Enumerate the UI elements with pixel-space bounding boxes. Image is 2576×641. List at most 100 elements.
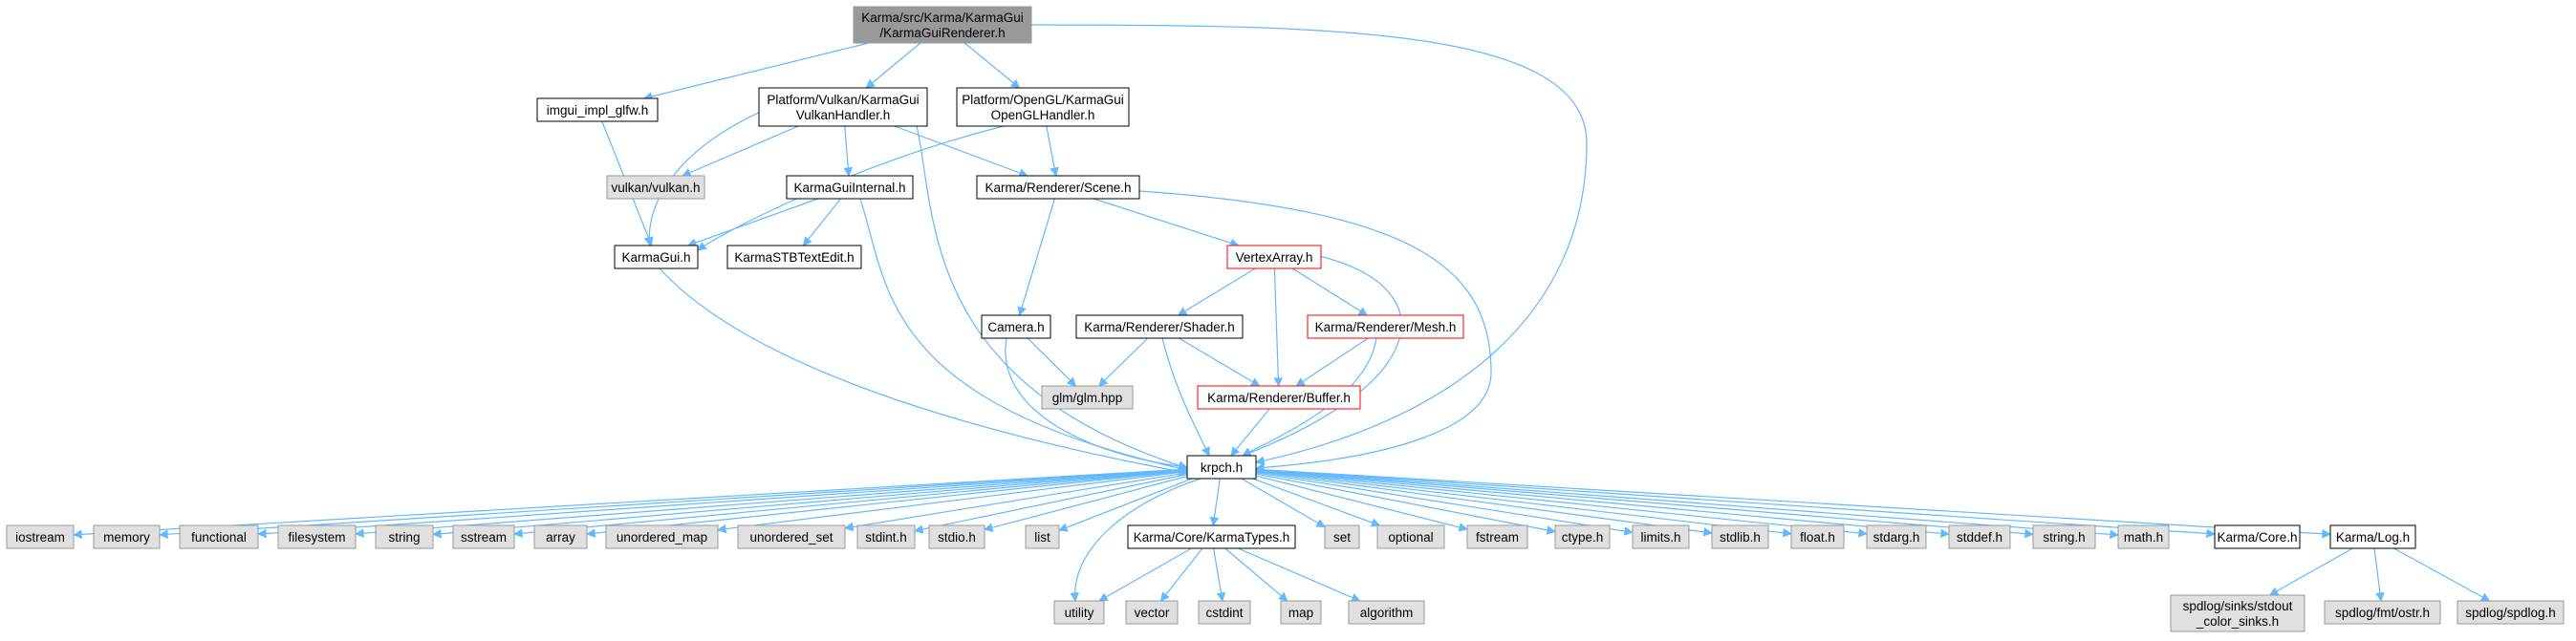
node-vertex-array[interactable]: VertexArray.h <box>1226 245 1322 269</box>
node-box <box>1711 524 1769 549</box>
node-buffer[interactable]: Karma/Renderer/Buffer.h <box>1197 385 1361 410</box>
node-sstream[interactable]: sstream <box>452 524 515 549</box>
edge-vk_handler-to-scene <box>894 125 1028 178</box>
node-memory[interactable]: memory <box>93 524 161 549</box>
node-label: vulkan/vulkan.h <box>611 181 700 195</box>
node-label: spdlog/sinks/stdout <box>2183 599 2293 613</box>
edge-shader-to-krpch <box>1161 337 1210 457</box>
node-utility[interactable]: utility <box>1053 600 1105 625</box>
node-box <box>536 97 659 122</box>
edge-krpch-to-float_h <box>1255 470 1792 538</box>
node-unordered-map[interactable]: unordered_map <box>605 524 719 549</box>
edge-vk_handler-to-krpch <box>916 125 1188 470</box>
node-label: Karma/Core.h <box>2217 530 2297 545</box>
node-label: Karma/Renderer/Shader.h <box>1084 320 1235 334</box>
node-box <box>1866 524 1927 549</box>
node-box <box>1125 600 1179 625</box>
edge-krpch-to-stdlib_h <box>1255 471 1713 537</box>
node-iostream[interactable]: iostream <box>6 524 75 549</box>
node-mesh[interactable]: Karma/Renderer/Mesh.h <box>1307 314 1464 339</box>
node-spdlog-fmt[interactable]: spdlog/fmt/ostr.h <box>2324 600 2441 625</box>
edge-krpch-to-sstream <box>513 469 1188 538</box>
node-stddef-h[interactable]: stddef.h <box>1948 524 2011 549</box>
node-filesystem[interactable]: filesystem <box>277 524 357 549</box>
node-label: array <box>546 530 575 545</box>
node-root[interactable]: Karma/src/Karma/KarmaGui/KarmaGuiRendere… <box>853 6 1032 44</box>
node-label: functional <box>191 530 247 545</box>
node-map[interactable]: map <box>1280 600 1322 625</box>
node-algorithm[interactable]: algorithm <box>1348 600 1425 625</box>
node-karmatypes[interactable]: Karma/Core/KarmaTypes.h <box>1127 524 1296 549</box>
node-label: ctype.h <box>1562 530 1604 545</box>
node-box <box>1466 524 1528 549</box>
node-label: stdint.h <box>865 530 907 545</box>
node-imgui-glfw[interactable]: imgui_impl_glfw.h <box>536 97 659 122</box>
node-stb-textedit[interactable]: KarmaSTBTextEdit.h <box>726 245 862 269</box>
node-box <box>277 524 357 549</box>
node-stdarg-h[interactable]: stdarg.h <box>1866 524 1927 549</box>
edge-krpch-to-unordered_set <box>844 472 1188 532</box>
node-label: stdio.h <box>938 530 976 545</box>
node-glm[interactable]: glm/glm.hpp <box>1041 385 1134 410</box>
node-unordered-set[interactable]: unordered_set <box>737 524 846 549</box>
node-set[interactable]: set <box>1324 524 1360 549</box>
node-karmagui[interactable]: KarmaGui.h <box>614 245 699 269</box>
node-box <box>1376 524 1445 549</box>
node-box <box>758 87 928 127</box>
node-string[interactable]: string <box>375 524 434 549</box>
node-array[interactable]: array <box>533 524 588 549</box>
edge-camera-to-glm <box>1027 337 1077 387</box>
node-label: vector <box>1135 606 1170 620</box>
edge-layer <box>73 24 2491 602</box>
node-math-h[interactable]: math.h <box>2117 524 2170 549</box>
node-stdio-h[interactable]: stdio.h <box>928 524 985 549</box>
node-box <box>1025 524 1060 549</box>
edge-vertex_array-to-krpch <box>1242 255 1402 458</box>
node-limits-h[interactable]: limits.h <box>1632 524 1690 549</box>
node-optional[interactable]: optional <box>1376 524 1445 549</box>
node-functional[interactable]: functional <box>179 524 259 549</box>
node-camera[interactable]: Camera.h <box>981 314 1051 339</box>
node-box <box>853 6 1032 44</box>
node-vulkan-h[interactable]: vulkan/vulkan.h <box>606 175 705 200</box>
edge-root-to-imgui_glfw <box>642 42 870 101</box>
node-scene[interactable]: Karma/Renderer/Scene.h <box>976 175 1140 200</box>
node-ctype-h[interactable]: ctype.h <box>1554 524 1611 549</box>
edge-gui_internal-to-karmagui <box>686 198 818 247</box>
node-label: stdlib.h <box>1720 530 1761 545</box>
node-vector[interactable]: vector <box>1125 600 1179 625</box>
node-box <box>928 524 985 549</box>
node-krpch[interactable]: krpch.h <box>1186 455 1257 480</box>
edge-krpch-to-utility <box>1070 478 1201 602</box>
node-label: stddef.h <box>1957 530 2002 545</box>
edge-krpch-to-fstream <box>1255 475 1468 532</box>
node-label: string <box>388 530 420 545</box>
node-gui-internal[interactable]: KarmaGuiInternal.h <box>786 175 914 200</box>
node-spdlog-h[interactable]: spdlog/spdlog.h <box>2457 600 2565 625</box>
node-core-h[interactable]: Karma/Core.h <box>2214 524 2301 549</box>
node-shader[interactable]: Karma/Renderer/Shader.h <box>1075 314 1244 339</box>
node-label: Platform/Vulkan/KarmaGui <box>767 93 919 107</box>
node-fstream[interactable]: fstream <box>1466 524 1528 549</box>
node-spdlog-sinks[interactable]: spdlog/sinks/stdout_color_sinks.h <box>2170 594 2305 632</box>
node-float-h[interactable]: float.h <box>1790 524 1845 549</box>
node-box <box>956 87 1130 127</box>
node-cstdint[interactable]: cstdint <box>1198 600 1251 625</box>
edge-mesh-to-buffer <box>1295 337 1369 387</box>
node-label: limits.h <box>1640 530 1680 545</box>
edge-karmagui-to-krpch <box>659 267 1188 477</box>
edge-gl_handler-to-scene <box>1046 125 1059 177</box>
node-box <box>981 314 1051 339</box>
node-string-h[interactable]: string.h <box>2032 524 2096 549</box>
edge-root-to-krpch <box>1030 24 1588 465</box>
edge-krpch-to-memory <box>159 468 1188 540</box>
node-log-h[interactable]: Karma/Log.h <box>2329 524 2416 549</box>
node-stdint-h[interactable]: stdint.h <box>856 524 916 549</box>
node-box <box>1324 524 1360 549</box>
node-stdlib-h[interactable]: stdlib.h <box>1711 524 1769 549</box>
node-box <box>93 524 161 549</box>
node-list[interactable]: list <box>1025 524 1060 549</box>
node-label: string.h <box>2043 530 2085 545</box>
